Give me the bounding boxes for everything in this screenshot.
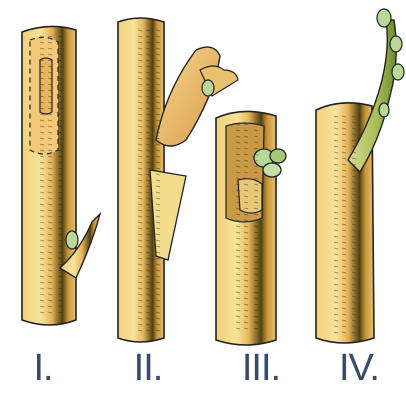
panel-4-stem [316, 9, 404, 343]
panel-1-stem [22, 26, 100, 325]
panel-3-stem [216, 111, 286, 345]
panel-label-1: I. [18, 348, 68, 388]
panel-2-bud-icon [202, 80, 214, 96]
panel-label-2: II. [118, 348, 178, 388]
panel-4-shoot [348, 20, 396, 172]
panel-1-bud-icon [66, 231, 78, 249]
panel-label-4: IV. [324, 348, 394, 388]
panel-label-3: III. [226, 348, 296, 388]
